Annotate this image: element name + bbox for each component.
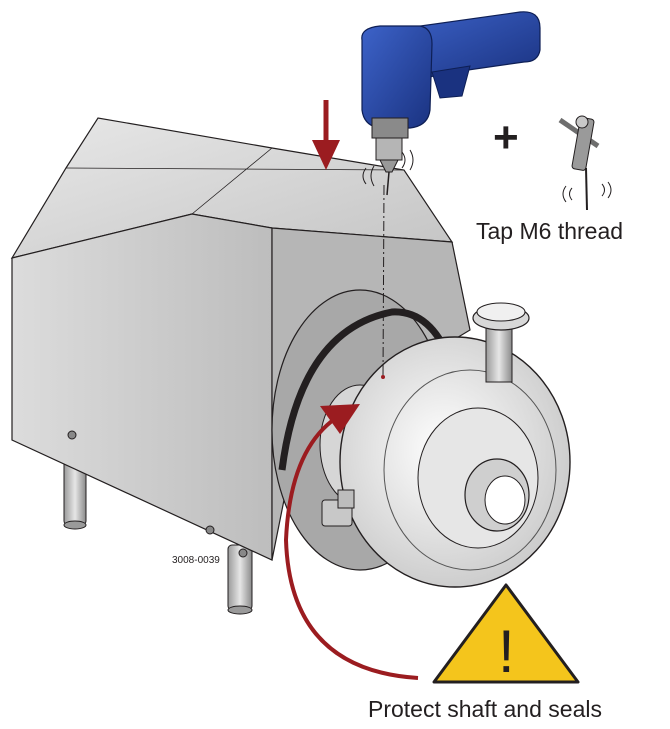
- protect-shaft-label: Protect shaft and seals: [368, 696, 602, 722]
- warning-exclamation: !: [498, 618, 515, 685]
- plus-sign: +: [493, 113, 519, 162]
- curved-arrow-icon: [283, 404, 419, 680]
- tap-wrench-icon: [558, 115, 612, 211]
- pump-casing: [321, 302, 571, 588]
- drawing-code-label: 3008-0039: [172, 555, 220, 566]
- tap-thread-label: Tap M6 thread: [476, 218, 624, 244]
- drill-icon: [361, 11, 541, 196]
- warning-triangle-icon: !: [432, 583, 580, 685]
- down-arrow-icon: [312, 100, 340, 170]
- drill-axis-line: [382, 184, 385, 378]
